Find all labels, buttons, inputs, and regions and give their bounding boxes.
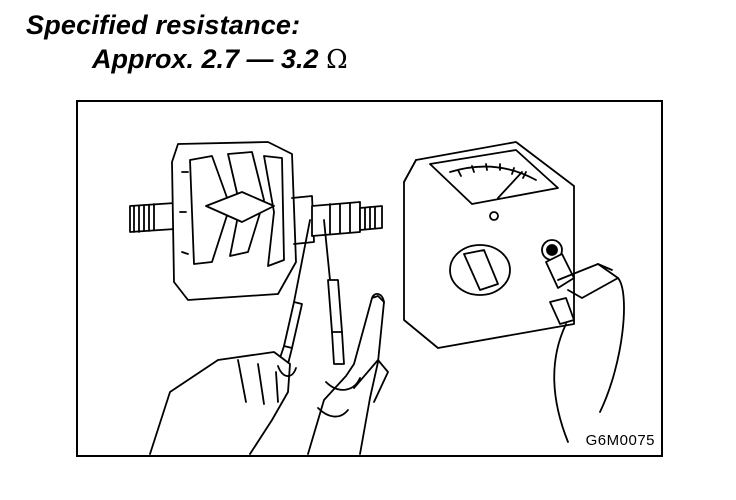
illustration xyxy=(129,141,625,455)
test-probe-icon xyxy=(275,219,345,373)
spec-range: Approx. 2.7 — 3.2 xyxy=(92,44,327,74)
multimeter-icon xyxy=(403,141,625,443)
spec-value: Approx. 2.7 — 3.2 Ω xyxy=(92,44,348,75)
figure-code: G6M0075 xyxy=(585,432,655,449)
ohm-symbol: Ω xyxy=(326,45,348,75)
spec-title: Specified resistance: xyxy=(26,10,301,40)
figure-frame: G6M0075 xyxy=(76,100,663,457)
rotor-icon xyxy=(129,141,383,301)
hand-icon xyxy=(149,293,389,455)
